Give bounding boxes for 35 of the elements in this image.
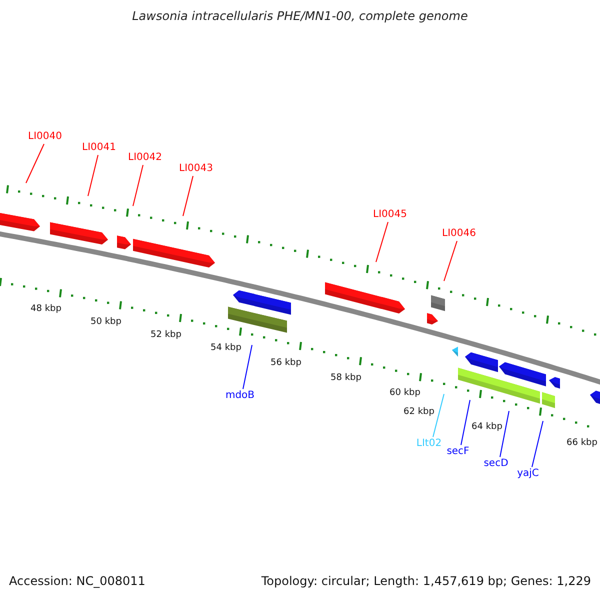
scale-label: 56 kbp xyxy=(270,357,302,369)
scale-label: 58 kbp xyxy=(330,372,362,384)
gene-label: LI0045 xyxy=(373,209,407,221)
gene-label: mdoB xyxy=(225,390,255,402)
scale-label: 52 kbp xyxy=(150,329,182,341)
gene-label: LIt02 xyxy=(416,438,442,450)
leader-line xyxy=(532,420,544,468)
leader-line xyxy=(182,176,194,216)
scale-label: 60 kbp xyxy=(390,387,420,399)
gene-label: LI0042 xyxy=(128,152,162,164)
scale-label: 64 kbp xyxy=(472,421,502,433)
gene-label: secF xyxy=(446,446,470,458)
gene-label: LI0046 xyxy=(442,228,476,240)
gene-label: LI0041 xyxy=(82,142,116,154)
gene-label: LI0040 xyxy=(28,131,62,143)
scale-label: 50 kbp xyxy=(90,316,122,328)
leader-line xyxy=(444,240,458,282)
gene-label: secD xyxy=(484,458,508,470)
leader-line xyxy=(26,144,44,184)
leader-line xyxy=(376,222,388,262)
footer-text: Accession: NC_008011 xyxy=(9,575,146,587)
scale-label: 54 kbp xyxy=(210,342,242,354)
footer-text: Topology: circular; Length: 1,457,619 bp; Genes: 1,229 xyxy=(261,575,591,587)
title: Lawsonia intracellularis PHE/MN1-00, complete genome xyxy=(131,10,469,22)
leader-line xyxy=(460,400,470,446)
gene-label: yajC xyxy=(517,468,539,480)
leader-line xyxy=(242,344,252,390)
leader-line xyxy=(432,394,444,438)
scale-label: 66 kbp xyxy=(566,437,598,449)
scale-label: 48 kbp xyxy=(30,303,62,315)
leader-line xyxy=(500,410,510,458)
gene-label: LI0043 xyxy=(179,163,213,175)
leader-line xyxy=(88,154,98,196)
scale-label: 62 kbp xyxy=(404,406,434,418)
leader-line xyxy=(132,164,144,206)
